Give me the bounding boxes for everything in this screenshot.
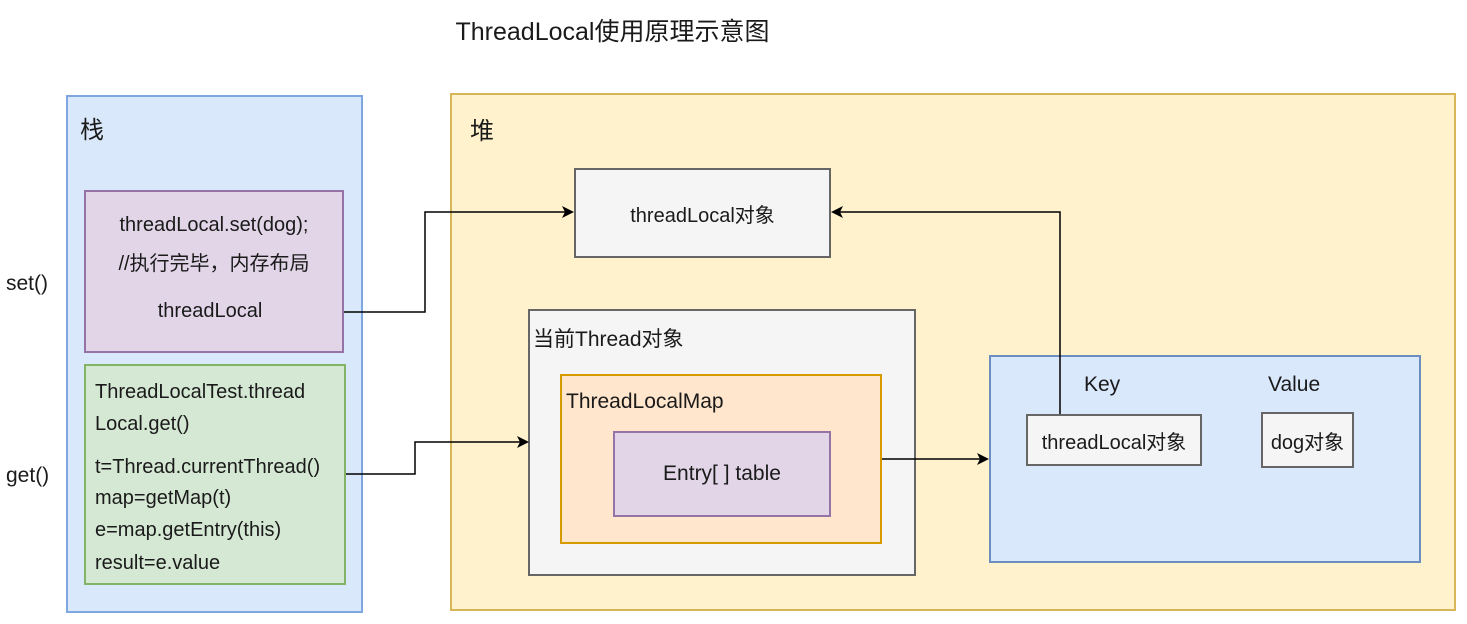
diagram-title: ThreadLocal使用原理示意图 — [455, 18, 770, 46]
get-code-line3: t=Thread.currentThread() — [95, 456, 321, 478]
key-threadlocal-object-box: threadLocal对象 — [1026, 414, 1202, 466]
get-code-box — [84, 364, 346, 585]
set-code-box — [84, 190, 344, 353]
get-code-line6: result=e.value — [95, 552, 221, 574]
stack-label: 栈 — [80, 117, 104, 144]
threadlocal-var-label: threadLocal — [157, 300, 263, 322]
value-label: Value — [1268, 373, 1321, 396]
key-label: Key — [1084, 373, 1121, 396]
get-code-line1: ThreadLocalTest.thread — [95, 381, 306, 403]
set-code-line2: //执行完毕，内存布局 — [118, 253, 310, 275]
get-code-line2: Local.get() — [95, 413, 190, 435]
entry-table-box: Entry[ ] table — [613, 431, 831, 517]
set-call-label: set() — [6, 272, 48, 295]
get-code-line4: map=getMap(t) — [95, 487, 232, 509]
threadlocalmap-label: ThreadLocalMap — [566, 390, 724, 413]
set-code-line1: threadLocal.set(dog); — [119, 214, 309, 236]
get-call-label: get() — [6, 464, 50, 487]
current-thread-label: 当前Thread对象 — [533, 328, 684, 351]
threadlocal-object-box: threadLocal对象 — [574, 168, 831, 258]
value-dog-object-box: dog对象 — [1261, 412, 1354, 468]
heap-label: 堆 — [470, 118, 494, 145]
get-code-line5: e=map.getEntry(this) — [95, 519, 282, 541]
